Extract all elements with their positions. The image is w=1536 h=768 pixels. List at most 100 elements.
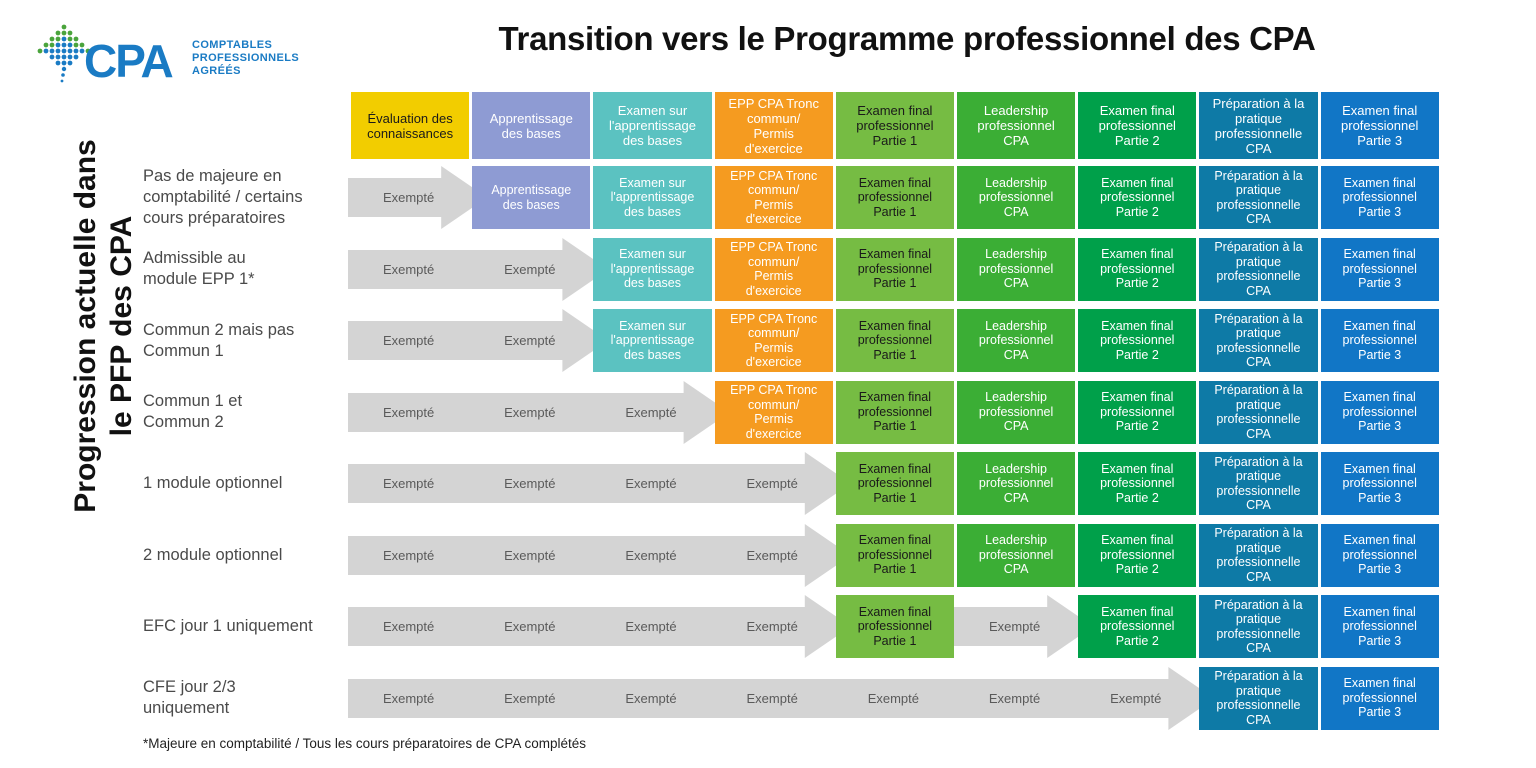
exempt-label: Exempté	[504, 619, 556, 634]
stage-cell-row-1-col-6: Leadership professionnel CPA	[957, 166, 1076, 229]
stage-cell-row-2-col-5: Examen final professionnel Partie 1	[835, 237, 954, 301]
row-label-row-4: Commun 1 et Commun 2	[143, 392, 243, 431]
stage-cell-row-1-col-9: Examen final professionnel Partie 3	[1320, 166, 1439, 229]
stage-cell-row-5-col-7: Examen final professionnel Partie 2	[1078, 452, 1197, 515]
stage-cell-row-1-col-3: Examen sur l'apprentissage des bases	[593, 166, 712, 229]
stage-cell-row-3-col-6: Leadership professionnel CPA	[957, 309, 1076, 372]
exempt-label: Exempté	[625, 547, 677, 563]
exempt-label: Exempté	[988, 690, 1041, 706]
stage-cell-row-7-col-8: Préparation à la pratique professionnell…	[1199, 595, 1318, 658]
stage-cell-row-5-col-9: Examen final professionnel Partie 3	[1320, 452, 1439, 515]
logo-word-line-2: PROFESSIONNELS	[192, 52, 300, 64]
exempt-label: Exempté	[625, 404, 677, 420]
row-label-row-8: CFE jour 2/3 uniquement	[143, 678, 236, 717]
stage-cell-row-5-col-8: Préparation à la pratique professionnell…	[1199, 452, 1318, 515]
exempt-label: Exempté	[382, 690, 435, 706]
exempt-label: Exempté	[867, 690, 919, 706]
page-title: Transition vers le Programme professionn…	[498, 20, 1316, 57]
exempt-label: Exempté	[382, 619, 435, 634]
cpa-logo: CPA COMPTABLES PROFESSIONNELS AGRÉÉS	[24, 22, 334, 92]
exempt-label: Exempté	[504, 690, 556, 706]
stage-cell-row-3-col-7: Examen final professionnel Partie 2	[1078, 309, 1197, 372]
exempt-label: Exempté	[746, 547, 798, 563]
stage-cell-row-2-col-7: Examen final professionnel Partie 2	[1078, 237, 1197, 301]
exempt-arrow: Exempté	[954, 595, 1094, 658]
stage-cell-row-3-col-5: Examen final professionnel Partie 1	[835, 309, 954, 372]
stage-cell-row-8-col-8: Préparation à la pratique professionnell…	[1199, 666, 1318, 730]
exempt-label: Exempté	[382, 404, 435, 420]
exempt-arrow: Exempté Exempté	[348, 237, 609, 301]
stage-cell-row-2-col-6: Leadership professionnel CPA	[957, 237, 1076, 301]
stage-cell-row-6-col-9: Examen final professionnel Partie 3	[1320, 523, 1439, 587]
stage-cell-row-2-col-4: EPP CPA Tronc commun/ Permis d'exercice	[714, 237, 833, 301]
stage-cell-row-4-col-9: Examen final professionnel Partie 3	[1320, 380, 1439, 444]
stage-cell-row-2-col-3: Examen sur l'apprentissage des bases	[593, 237, 712, 301]
stage-cell-row-6-col-5: Examen final professionnel Partie 1	[835, 523, 954, 587]
exempt-label: Exempté	[382, 190, 435, 205]
stage-cell-row-4-col-5: Examen final professionnel Partie 1	[835, 380, 954, 444]
stage-cell-row-4-col-8: Préparation à la pratique professionnell…	[1199, 380, 1318, 444]
stage-cell-row-3-col-4: EPP CPA Tronc commun/ Permis d'exercice	[714, 309, 833, 372]
stage-cell-row-4-col-7: Examen final professionnel Partie 2	[1078, 380, 1197, 444]
stage-cell-row-3-col-3: Examen sur l'apprentissage des bases	[593, 309, 712, 372]
exempt-arrow: Exempté Exempté Exempté Exempté	[348, 595, 851, 658]
column-header-col-9: Examen final professionnel Partie 3	[1320, 92, 1439, 159]
exempt-label: Exempté	[504, 261, 556, 277]
row-label-row-2: Admissible au module EPP 1*	[143, 249, 255, 288]
stage-cell-row-6-col-7: Examen final professionnel Partie 2	[1078, 523, 1197, 587]
exempt-label: Exempté	[382, 261, 435, 277]
exempt-label: Exempté	[746, 476, 798, 491]
column-header-col-6: Leadership professionnel CPA	[957, 92, 1076, 159]
stage-cell-row-7-col-9: Examen final professionnel Partie 3	[1320, 595, 1439, 658]
exempt-arrow: Exempté Exempté Exempté Exempté	[348, 523, 851, 587]
exempt-label: Exempté	[382, 547, 435, 563]
exempt-label: Exempté	[504, 404, 556, 420]
exempt-label: Exempté	[625, 619, 677, 634]
maple-leaf-icon	[37, 24, 91, 83]
stage-cell-row-1-col-7: Examen final professionnel Partie 2	[1078, 166, 1197, 229]
stage-cell-row-4-col-4: EPP CPA Tronc commun/ Permis d'exercice	[714, 380, 833, 444]
stage-cell-row-1-col-4: EPP CPA Tronc commun/ Permis d'exercice	[714, 166, 833, 229]
row-label-row-3: Commun 2 mais pas Commun 1	[143, 320, 295, 360]
exempt-label: Exempté	[504, 333, 556, 348]
stage-cell-row-7-col-7: Examen final professionnel Partie 2	[1078, 595, 1197, 658]
stage-cell-row-6-col-8: Préparation à la pratique professionnell…	[1199, 523, 1318, 587]
row-label-row-1: Pas de majeure en comptabilité / certain…	[143, 167, 303, 227]
column-header-col-5: Examen final professionnel Partie 1	[835, 92, 954, 159]
stage-cell-row-2-col-9: Examen final professionnel Partie 3	[1320, 237, 1439, 301]
row-label-row-6: 2 module optionnel	[143, 545, 283, 564]
exempt-label: Exempté	[382, 333, 435, 348]
exempt-label: Exempté	[746, 619, 798, 634]
exempt-arrow: Exempté Exempté	[348, 309, 609, 372]
exempt-label: Exempté	[382, 476, 435, 491]
stage-cell-row-1-col-5: Examen final professionnel Partie 1	[835, 166, 954, 229]
logo-word-line-1: COMPTABLES	[192, 39, 273, 51]
row-label-row-7: EFC jour 1 uniquement	[143, 617, 313, 635]
column-header-col-2: Apprentissage des bases	[472, 92, 591, 159]
logo-word-line-3: AGRÉÉS	[192, 65, 241, 77]
exempt-arrow: Exempté Exempté Exempté	[348, 380, 730, 444]
stage-cell-row-1-col-8: Préparation à la pratique professionnell…	[1199, 166, 1318, 229]
stage-cell-row-2-col-8: Préparation à la pratique professionnell…	[1199, 237, 1318, 301]
stage-cell-row-5-col-5: Examen final professionnel Partie 1	[835, 452, 954, 515]
column-header-col-1: Évaluation des connaissances	[351, 92, 470, 159]
exempt-arrow: Exempté	[348, 166, 488, 229]
column-header-col-4: EPP CPA Tronc commun/ Permis d'exercice	[714, 92, 833, 159]
column-header-col-3: Examen sur l'apprentissage des bases	[593, 92, 712, 159]
stage-cell-row-3-col-9: Examen final professionnel Partie 3	[1320, 309, 1439, 372]
stage-cell-row-4-col-6: Leadership professionnel CPA	[957, 380, 1076, 444]
column-header-col-8: Préparation à la pratique professionnell…	[1199, 92, 1318, 159]
stage-cell-row-3-col-8: Préparation à la pratique professionnell…	[1199, 309, 1318, 372]
exempt-label: Exempté	[504, 547, 556, 563]
stage-cell-row-7-col-5: Examen final professionnel Partie 1	[835, 595, 954, 658]
exempt-label: Exempté	[504, 476, 556, 491]
exempt-label: Exempté	[1110, 690, 1162, 706]
exempt-label: Exempté	[988, 619, 1041, 634]
stage-cell-row-5-col-6: Leadership professionnel CPA	[957, 452, 1076, 515]
stage-cell-row-8-col-9: Examen final professionnel Partie 3	[1320, 666, 1439, 730]
row-label-row-5: 1 module optionnel	[143, 474, 283, 492]
